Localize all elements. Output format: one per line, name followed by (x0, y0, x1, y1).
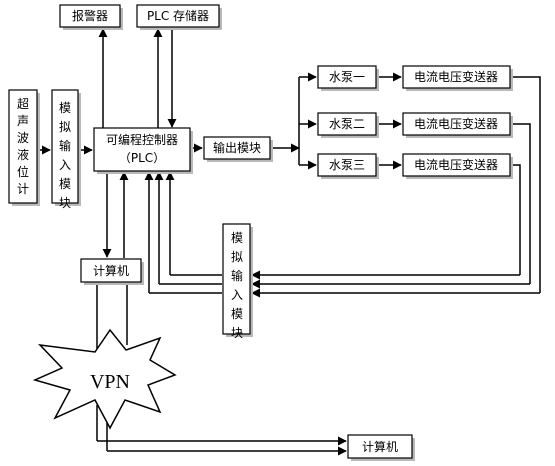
wire-tx3-down (512, 164, 521, 275)
vpn-label: VPN (90, 371, 130, 393)
computer-2-label: 计算机 (362, 439, 398, 454)
plc-title: 可编程控制器 (106, 132, 178, 147)
output-module-box: 输出模块 (203, 136, 273, 162)
plc-subtitle: （PLC） (119, 151, 165, 165)
alarm-label: 报警器 (72, 8, 108, 23)
connectors (40, 28, 541, 456)
analog-input-bottom-label: 模拟输入模块 (231, 231, 243, 340)
wire-tx1-down (512, 76, 541, 293)
level-meter-box: 超声波液位计 (8, 89, 40, 206)
computer-2-box: 计算机 (347, 434, 415, 461)
wire-tx2-down (512, 123, 531, 284)
plc-storage-label: PLC 存储器 (147, 8, 209, 23)
alarm-box: 报警器 (59, 4, 123, 30)
analog-input-left-label: 模拟输入模块 (59, 101, 71, 210)
pump-3-label: 水泵三 (329, 158, 365, 172)
pump-2-label: 水泵二 (329, 117, 365, 131)
analog-input-bottom-box: 模拟输入模块 (222, 223, 253, 340)
plc-box: 可编程控制器 （PLC） (93, 127, 193, 174)
plc-storage-box: PLC 存储器 (136, 4, 222, 30)
pump-2-box: 水泵二 (317, 112, 379, 138)
output-module-label: 输出模块 (213, 140, 261, 155)
transmitter-2-label: 电流电压变送器 (414, 116, 498, 131)
transmitter-1-label: 电流电压变送器 (414, 69, 498, 84)
computer-1-box: 计算机 (80, 258, 144, 285)
transmitter-1-box: 电流电压变送器 (402, 65, 513, 91)
transmitter-2-box: 电流电压变送器 (402, 112, 513, 138)
transmitter-3-label: 电流电压变送器 (414, 157, 498, 172)
pump-1-label: 水泵一 (329, 70, 365, 84)
level-meter-label: 超声波液位计 (17, 96, 29, 196)
vpn-burst-shape (32, 328, 177, 430)
computer-1-label: 计算机 (93, 263, 129, 278)
analog-input-left-box: 模拟输入模块 (51, 89, 81, 210)
pump-1-box: 水泵一 (317, 65, 379, 91)
pump-3-box: 水泵三 (317, 153, 379, 179)
transmitter-3-box: 电流电压变送器 (402, 153, 513, 179)
vpn-cloud: VPN (32, 328, 177, 430)
